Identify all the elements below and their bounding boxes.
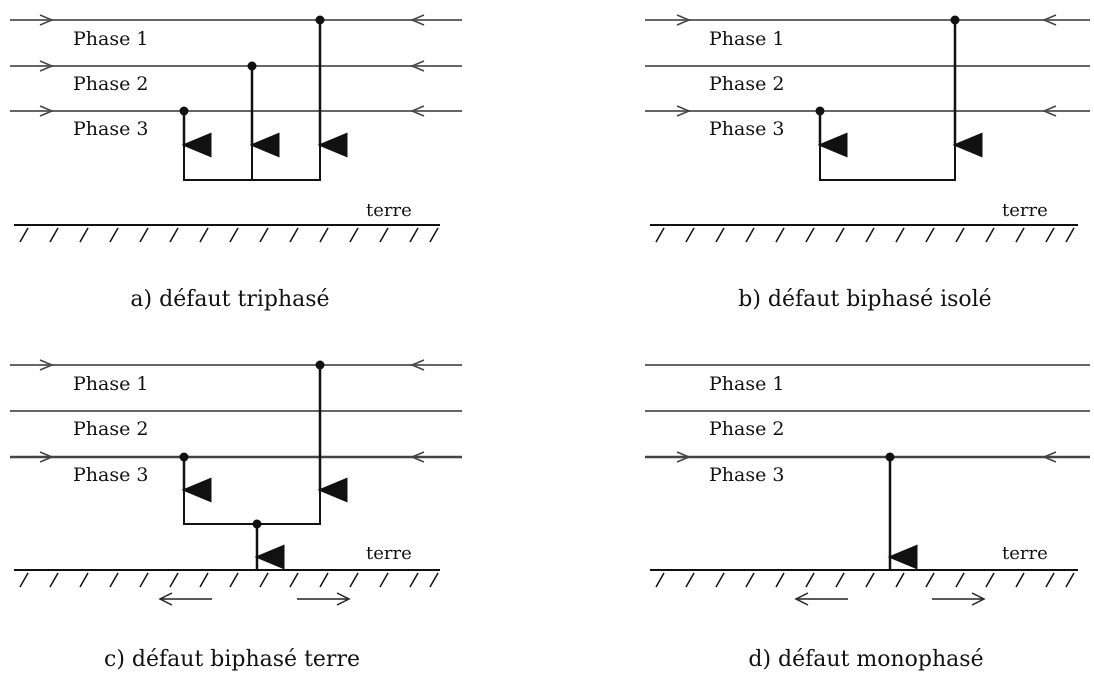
ground-hatching — [19, 227, 439, 243]
phase-1-label: Phase 1 — [73, 28, 148, 50]
phase-3-label: Phase 3 — [73, 118, 148, 140]
panel-c-caption: c) défaut biphasé terre — [104, 647, 360, 672]
fault-dots — [885, 452, 895, 462]
fault-connections — [817, 20, 983, 181]
source-arrow-icons — [676, 451, 1057, 463]
panel-d-caption: d) défaut monophasé — [748, 647, 983, 672]
panel-b: Phase 1 Phase 2 Phase 3 terre b) défaut … — [645, 14, 1090, 312]
fault-dots — [179, 15, 325, 116]
fault-connections — [181, 365, 348, 570]
ground-current-arrow-icons — [794, 592, 986, 606]
phase-2-label: Phase 2 — [73, 73, 148, 95]
panel-a-caption: a) défaut triphasé — [130, 287, 329, 312]
source-arrow-icons — [676, 14, 1057, 117]
fault-dots — [179, 360, 325, 529]
panel-b-caption: b) défaut biphasé isolé — [738, 287, 991, 312]
phase-2-label: Phase 2 — [709, 418, 784, 440]
ground-label: terre — [1002, 200, 1048, 221]
source-arrow-icons — [39, 14, 425, 117]
ground-label: terre — [1002, 543, 1048, 564]
phase-3-label: Phase 3 — [709, 118, 784, 140]
ground-label: terre — [366, 543, 412, 564]
phase-2-label: Phase 2 — [73, 418, 148, 440]
ground-hatching — [655, 227, 1075, 243]
phase-1-label: Phase 1 — [73, 373, 148, 395]
fault-connections — [181, 20, 348, 181]
ground-current-arrow-icons — [158, 592, 351, 606]
ground-hatching — [19, 572, 439, 588]
panel-d: Phase 1 Phase 2 Phase 3 terre d) d — [645, 364, 1090, 672]
ground-label: terre — [366, 200, 412, 221]
ground-hatching — [655, 572, 1075, 588]
panel-a: Phase 1 Phase 2 Phase 3 terre a) défa — [10, 14, 462, 312]
phase-3-label: Phase 3 — [73, 464, 148, 486]
phase-3-label: Phase 3 — [709, 464, 784, 486]
phase-2-label: Phase 2 — [709, 73, 784, 95]
source-arrow-icons — [39, 359, 425, 463]
phase-1-label: Phase 1 — [709, 28, 784, 50]
panel-c: Phase 1 Phase 2 Phase 3 — [10, 359, 462, 672]
phase-1-label: Phase 1 — [709, 373, 784, 395]
fault-dots — [815, 15, 960, 116]
